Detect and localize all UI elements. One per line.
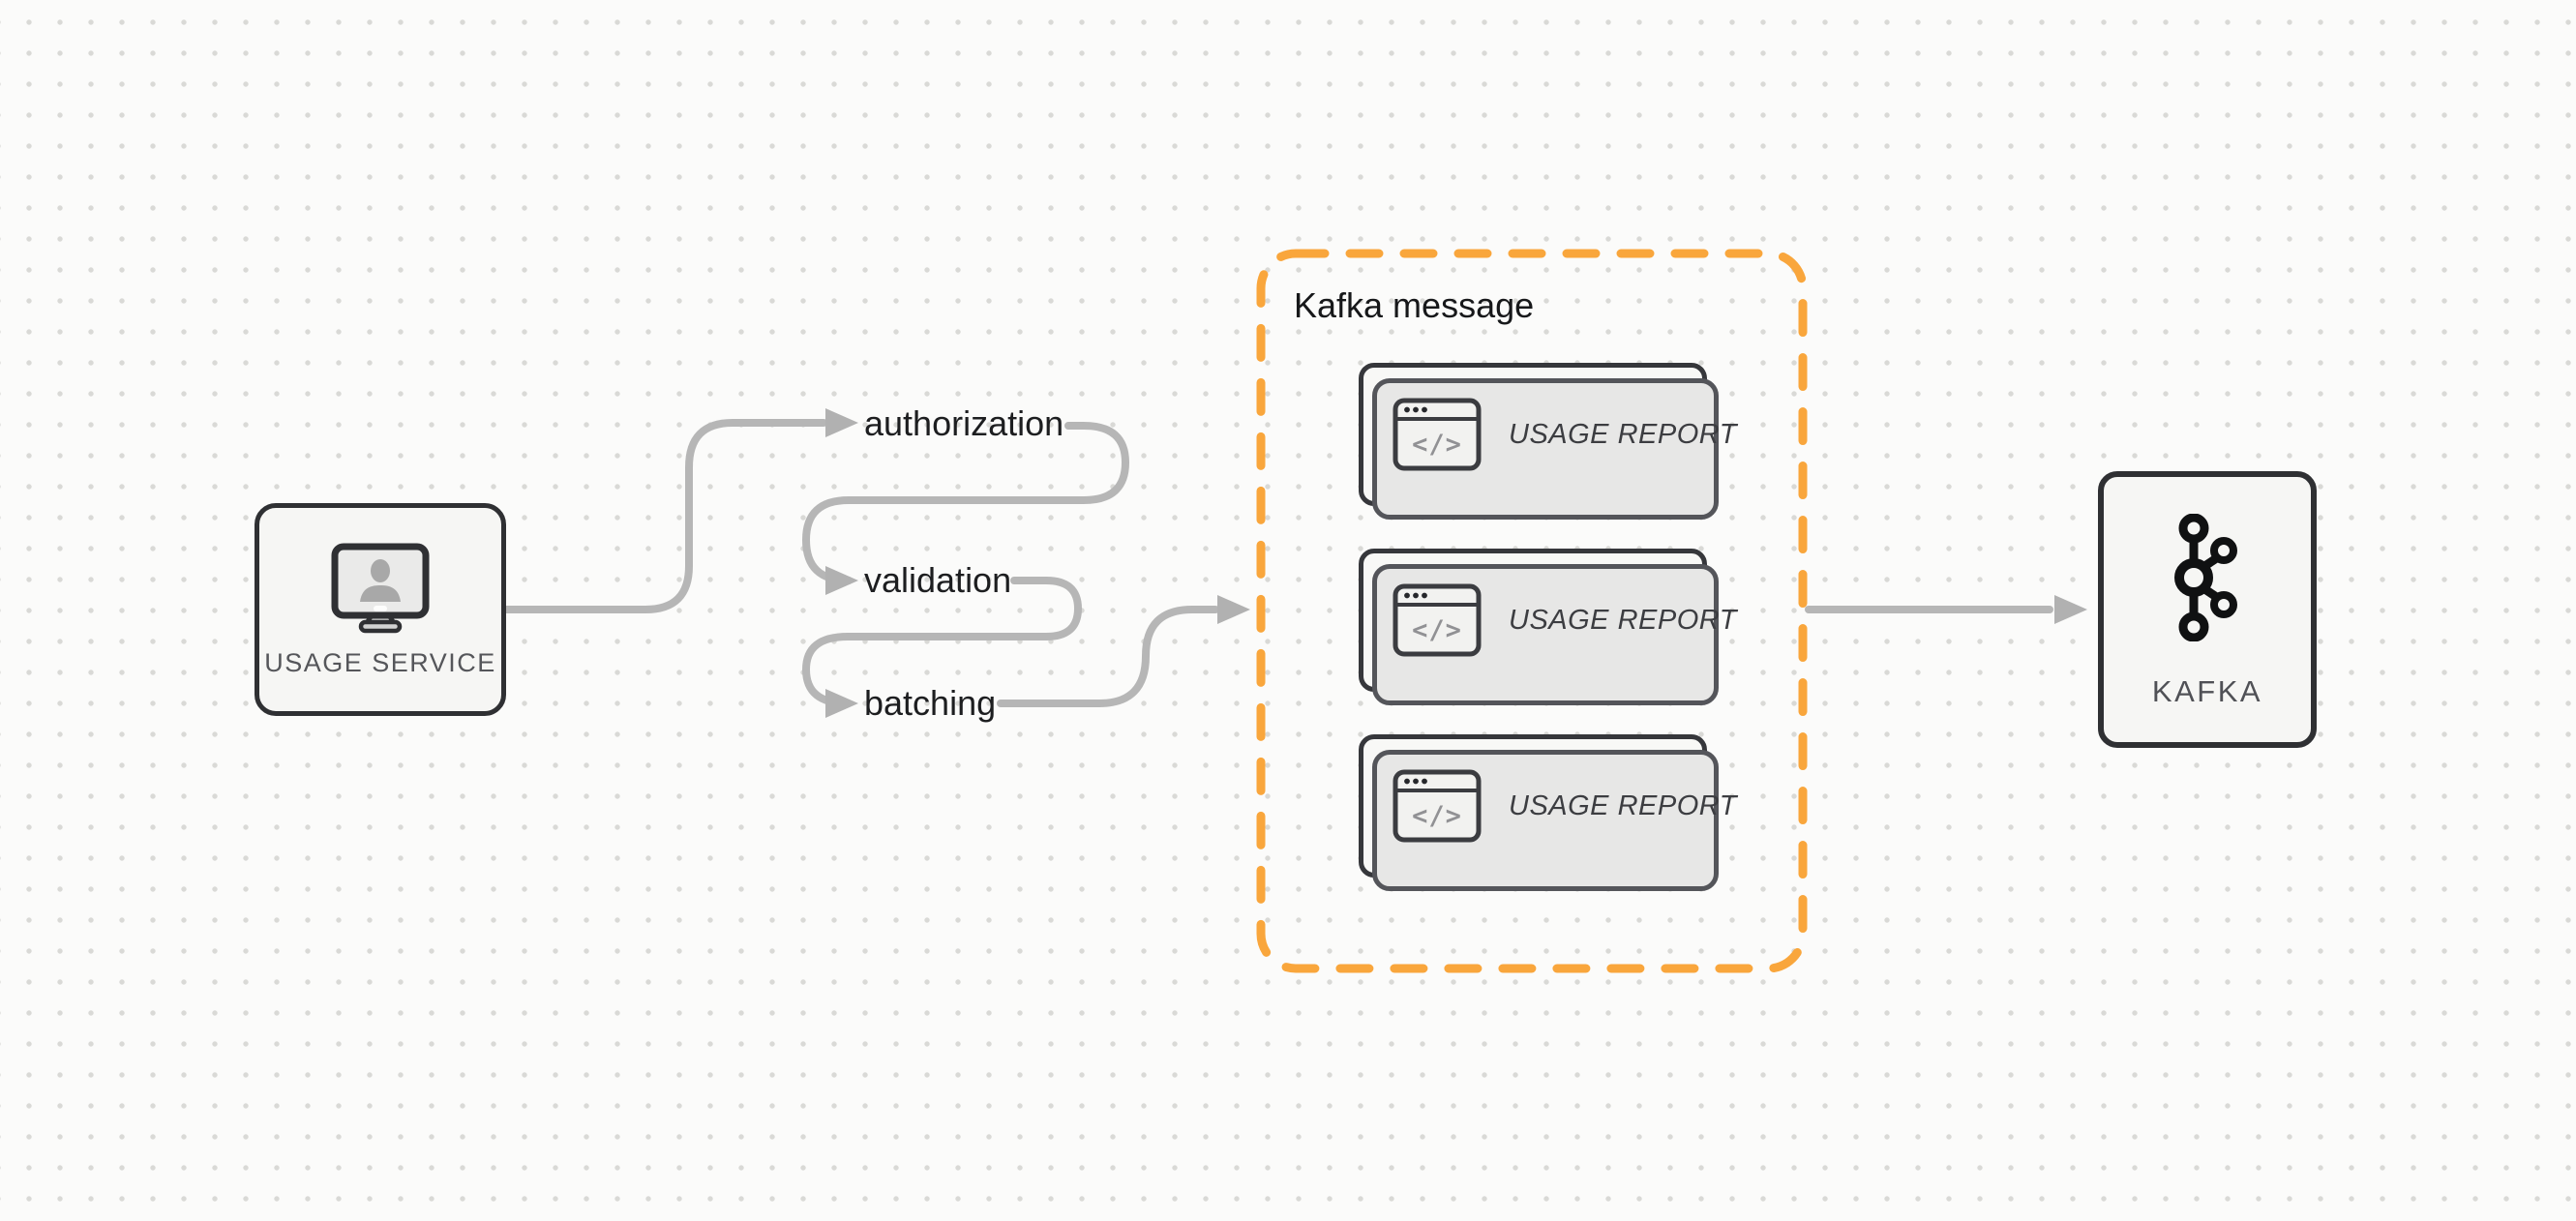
kafka-message-group-border (1256, 249, 1808, 973)
usage-service-label: USAGE SERVICE (264, 647, 496, 677)
usage-report-label: USAGE REPORT (1509, 604, 1737, 636)
code-window-icon: </> (1393, 583, 1482, 657)
usage-report-card: </> USAGE REPORT (1359, 363, 1736, 520)
kafka-logo-icon (2174, 514, 2237, 641)
code-window-frame (1393, 769, 1482, 843)
node-usage-service: USAGE SERVICE (255, 503, 506, 716)
step-label-authorization: authorization (864, 403, 1064, 443)
code-window-frame (1393, 398, 1482, 471)
arrowhead-icon (1217, 595, 1250, 624)
code-glyph: </> (1412, 429, 1462, 460)
arrowhead-icon (825, 408, 858, 437)
code-glyph: </> (1412, 800, 1462, 831)
usage-report-card: </> USAGE REPORT (1359, 734, 1736, 891)
connector-validation-to-batching (802, 577, 1082, 707)
arrowhead-icon (2054, 595, 2087, 624)
code-window-frame (1393, 583, 1482, 657)
code-glyph: </> (1412, 614, 1462, 645)
usage-report-card: </> USAGE REPORT (1359, 549, 1736, 705)
arrowhead-icon (825, 689, 858, 718)
connector-authorization-to-validation (802, 422, 1129, 584)
arrowhead-icon (825, 566, 858, 595)
code-window-icon: </> (1393, 769, 1482, 843)
kafka-message-group-title: Kafka message (1294, 285, 1535, 325)
usage-report-label: USAGE REPORT (1509, 789, 1737, 821)
step-label-validation: validation (864, 560, 1012, 600)
connector-service-to-authorization (502, 419, 827, 613)
node-kafka: KAFKA (2098, 471, 2317, 748)
connector-batching-to-kafka-message (997, 606, 1219, 707)
kafka-label: KAFKA (2151, 674, 2263, 708)
code-window-icon: </> (1393, 398, 1482, 471)
user-monitor-icon (331, 543, 430, 633)
usage-report-label: USAGE REPORT (1509, 418, 1737, 450)
step-label-batching: batching (864, 683, 997, 723)
